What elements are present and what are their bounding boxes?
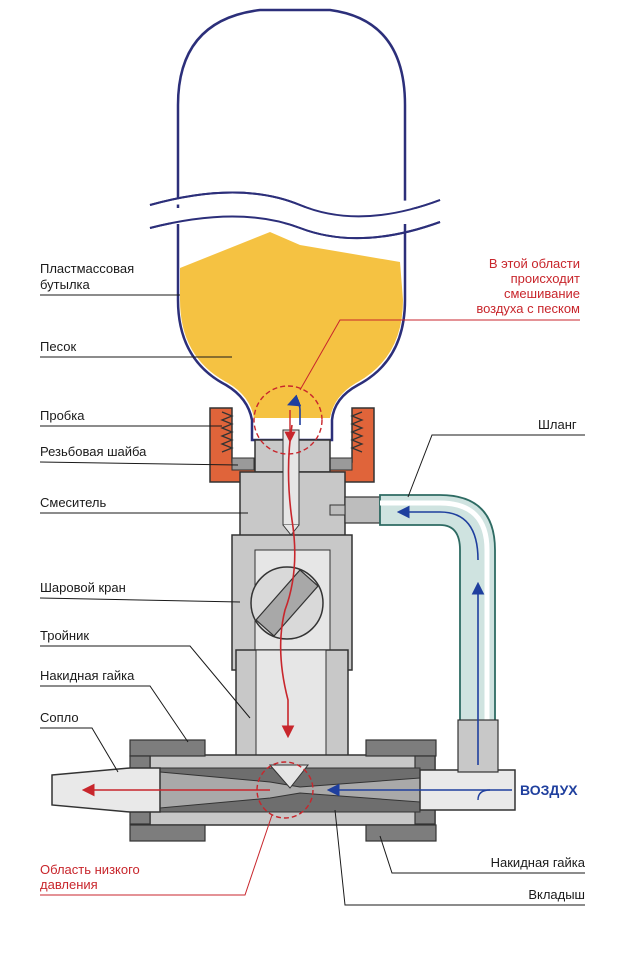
label-insert: Вкладыш [528, 887, 585, 902]
label-bottle-line1: Пластмассовая [40, 261, 134, 276]
leader-lines [39, 294, 585, 906]
label-tee: Тройник [40, 628, 89, 643]
label-low-pressure-line1: Область низкого [40, 862, 140, 877]
label-washer: Резьбовая шайба [40, 444, 147, 459]
label-cap: Пробка [40, 408, 85, 423]
label-bottle-line2: бутылка [40, 277, 91, 292]
sand [180, 232, 403, 418]
hose [379, 494, 499, 773]
label-mixing-zone-line3: смешивание [504, 286, 580, 301]
label-ball-valve: Шаровой кран [40, 580, 126, 595]
mixing-zone-marker [253, 385, 323, 455]
tee [235, 649, 349, 761]
label-mixing-zone-line4: воздуха с песком [476, 301, 580, 316]
label-air: ВОЗДУХ [520, 782, 578, 798]
label-mixing-zone-line2: происходит [511, 271, 580, 286]
label-cap-nut-right: Накидная гайка [491, 855, 586, 870]
air-flow [287, 394, 512, 801]
low-pressure-zone-marker [256, 761, 314, 819]
label-mixer: Смеситель [40, 495, 107, 510]
label-cap-nut-left: Накидная гайка [40, 668, 135, 683]
label-hose: Шланг [538, 417, 577, 432]
sand-flow [81, 410, 296, 797]
label-sand: Песок [40, 339, 76, 354]
label-mixing-zone-line1: В этой области [489, 256, 580, 271]
horizontal-body [51, 739, 516, 842]
label-low-pressure-line2: давления [40, 877, 98, 892]
label-nozzle: Сопло [40, 710, 79, 725]
ball-valve [231, 534, 353, 671]
